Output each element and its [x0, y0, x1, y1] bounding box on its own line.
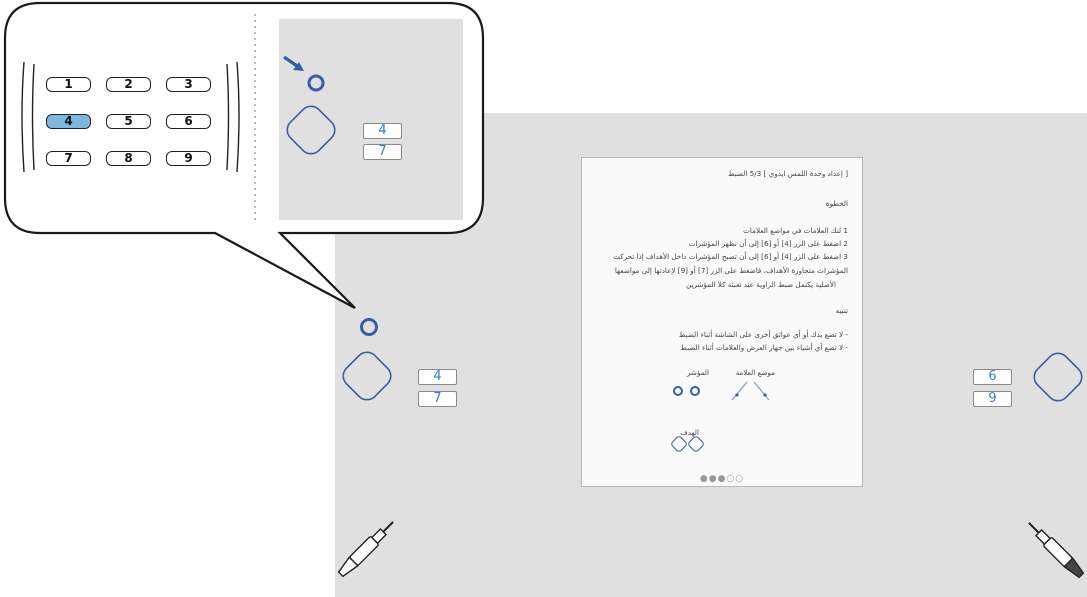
remote-outline	[21, 61, 240, 173]
pointer-icon	[690, 386, 700, 396]
left-pointer-circle	[360, 318, 378, 336]
left-key-4[interactable]: 4	[418, 369, 457, 385]
dialog-title: [ إعداد وحدة اللمس ايدوي ] 5/3 الضبط	[727, 169, 848, 178]
notice-heading: تنبيه	[835, 306, 848, 315]
remote-key-4-highlighted[interactable]: 4	[46, 114, 91, 129]
remote-key-9[interactable]: 9	[166, 151, 211, 166]
right-pen-marker-icon	[1028, 522, 1085, 579]
step-heading: الخطوة	[825, 199, 848, 208]
target-icon	[688, 436, 704, 452]
step-line: 1 لنك العلامات في مواضع العلامات	[743, 226, 848, 235]
right-target-diamond	[1033, 352, 1083, 402]
left-pen-marker-icon	[337, 521, 394, 578]
zoom-target-diamond	[286, 105, 336, 155]
pointer-icon	[673, 386, 683, 396]
arrow-icon	[283, 55, 304, 71]
remote-key-3[interactable]: 3	[166, 77, 211, 92]
remote-key-7[interactable]: 7	[46, 151, 91, 166]
remote-key-5[interactable]: 5	[106, 114, 151, 129]
notice-line: - لا تضع يدك أو أي عوائق أخرى على الشاشة…	[678, 330, 848, 339]
left-target-diamond	[342, 351, 392, 401]
step-line: 3 اضغط على الزر [4] أو [6] إلى أن تصبح ا…	[613, 252, 848, 261]
pointer-label: المؤشر	[686, 368, 709, 377]
marker-position-icon	[753, 381, 770, 401]
dialog-legend-icons	[671, 381, 770, 452]
step-line: المؤشرات متجاوزة الأهداف، فاضغط على الزر…	[614, 266, 848, 275]
zoom-key-4[interactable]: 4	[363, 123, 402, 139]
target-icon	[671, 436, 687, 452]
marker-position-icon	[731, 381, 748, 401]
zoom-key-7[interactable]: 7	[363, 144, 402, 160]
remote-key-6[interactable]: 6	[166, 114, 211, 129]
calibration-dialog: [ إعداد وحدة اللمس ايدوي ] 5/3 الضبط الخ…	[581, 157, 863, 487]
remote-key-1[interactable]: 1	[46, 77, 91, 92]
zoom-pointer-circle	[307, 74, 325, 92]
zoomed-screen	[279, 19, 463, 220]
target-label: الهدف	[680, 428, 699, 437]
right-key-9[interactable]: 9	[973, 391, 1012, 407]
remote-key-8[interactable]: 8	[106, 151, 151, 166]
right-key-6[interactable]: 6	[973, 369, 1012, 385]
marker-position-label: موضع العلامة	[735, 368, 775, 377]
remote-key-2[interactable]: 2	[106, 77, 151, 92]
left-key-7[interactable]: 7	[418, 391, 457, 407]
step-line: 2 اضغط على الزر [4] أو [6] إلى أن تظهر ا…	[688, 239, 848, 248]
step-line: الأصلية يكتمل ضبط الزاوية عند تعبئة كلا …	[685, 280, 836, 289]
page-indicator: ○○●●●	[699, 474, 745, 484]
notice-line: - لا تضع أي أشياء بين جهاز العرض والعلام…	[680, 343, 848, 352]
